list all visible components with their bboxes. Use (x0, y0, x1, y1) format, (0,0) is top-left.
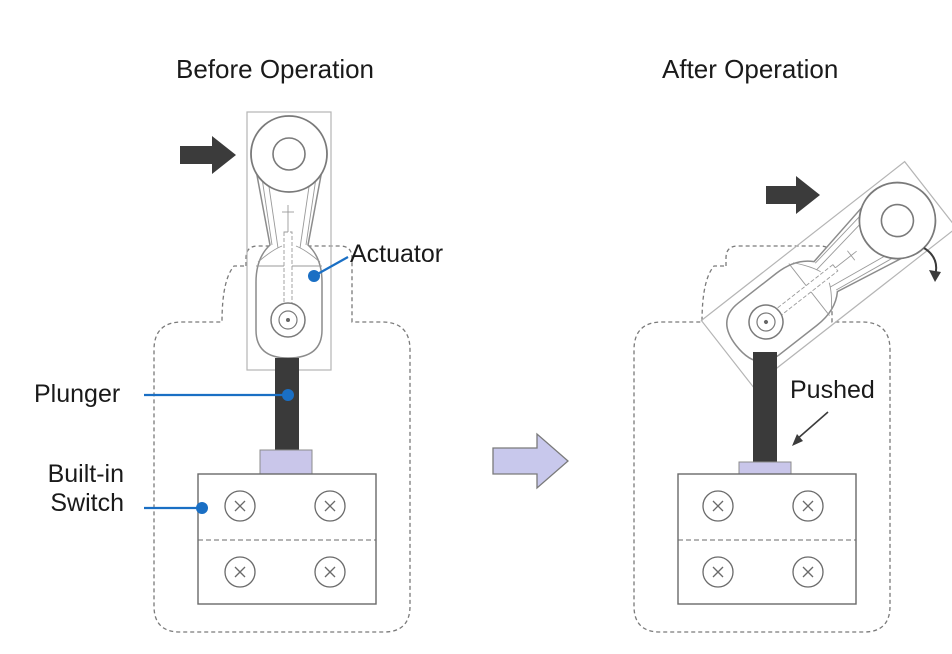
screw-icon (702, 556, 734, 588)
screw-icon (792, 556, 824, 588)
built-in-switch-label: Built-in Switch (8, 460, 124, 518)
pushed-pointer (792, 411, 829, 446)
after-actuator-frame (700, 160, 952, 388)
before-arm-slot (283, 231, 293, 311)
screw-icon (314, 490, 346, 522)
screw-icon (314, 556, 346, 588)
after-housing-outline (633, 245, 891, 633)
built-in-switch-label-line2: Switch (50, 488, 124, 517)
after-switch-body (677, 473, 857, 605)
after-diagram (633, 160, 952, 633)
before-force-arrow-icon (180, 136, 236, 174)
before-plunger (275, 358, 299, 450)
before-diagram (144, 111, 411, 633)
after-contact-button (738, 461, 792, 475)
transition-arrow-icon (492, 432, 569, 490)
actuator-label: Actuator (350, 240, 444, 268)
after-title: After Operation (662, 54, 839, 84)
pushed-label: Pushed (790, 376, 875, 404)
screw-icon (702, 490, 734, 522)
built-in-switch-label-line1: Built-in (47, 460, 124, 488)
before-housing-outline (153, 245, 411, 633)
screw-icon (224, 556, 256, 588)
switch-callout (144, 502, 208, 514)
before-switch-body (197, 473, 377, 605)
after-roller-inner (880, 203, 915, 238)
after-plunger (753, 352, 777, 462)
actuator-callout (308, 256, 349, 282)
before-roller-inner (272, 137, 306, 171)
screw-icon (224, 490, 256, 522)
plunger-callout (144, 389, 294, 401)
plunger-label: Plunger (34, 380, 121, 408)
after-force-arrow-icon (766, 176, 820, 214)
after-actuator-assembly (700, 160, 952, 388)
before-title: Before Operation (176, 54, 375, 84)
screw-icon (792, 490, 824, 522)
rotation-arrow-icon (923, 247, 941, 282)
before-pivot-dot (286, 318, 290, 322)
before-contact-button (259, 449, 313, 475)
after-pivot-dot (764, 320, 768, 324)
